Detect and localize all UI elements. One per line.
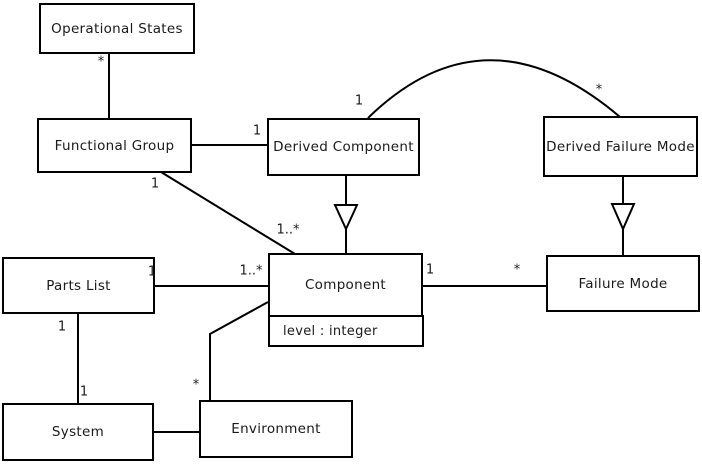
class-label: Environment <box>231 421 321 437</box>
multiplicity-label: 1..* <box>239 263 263 279</box>
class-derived-failure-mode: Derived Failure Mode <box>543 116 698 177</box>
edge-derived-component-derived-failure-mode-arc <box>367 59 621 119</box>
multiplicity-label: 1 <box>252 123 262 139</box>
multiplicity-label: 1 <box>150 176 160 192</box>
generalization-triangle-icon <box>610 203 636 232</box>
class-failure-mode: Failure Mode <box>546 255 700 312</box>
class-operational-states: Operational States <box>39 3 195 54</box>
multiplicity-label: 1 <box>425 262 435 278</box>
multiplicity-label: 1..* <box>276 222 300 238</box>
multiplicity-label: 1 <box>57 319 67 335</box>
class-label: Parts List <box>46 277 111 294</box>
class-parts-list: Parts List <box>2 257 155 314</box>
class-component: Component <box>268 253 423 317</box>
multiplicity-label: * <box>192 377 200 393</box>
class-label: System <box>51 424 105 440</box>
generalization-derived-component-component <box>333 176 359 253</box>
multiplicity-label: * <box>97 54 105 70</box>
multiplicity-label: 1 <box>79 384 89 400</box>
multiplicity-label: * <box>595 82 603 98</box>
multiplicity-label: 1 <box>147 264 157 280</box>
class-label: Derived Failure Mode <box>546 138 695 155</box>
class-label: Operational States <box>51 20 183 37</box>
class-label: Failure Mode <box>578 275 668 292</box>
generalization-triangle-icon <box>333 204 359 232</box>
edge-functional-group-component <box>160 171 296 255</box>
multiplicity-label: * <box>513 262 521 278</box>
generalization-derived-failure-mode-failure-mode <box>610 177 636 255</box>
class-derived-component: Derived Component <box>267 118 420 176</box>
class-component-attribute-compartment: level : integer <box>268 315 424 347</box>
class-label: Component <box>304 277 387 293</box>
class-functional-group: Functional Group <box>37 118 192 173</box>
multiplicity-label: 1 <box>354 93 364 109</box>
class-label: Functional Group <box>54 137 175 154</box>
class-label: Derived Component <box>273 139 414 155</box>
class-environment: Environment <box>199 400 353 458</box>
class-system: System <box>2 403 154 461</box>
edge-environment-component <box>209 301 269 400</box>
class-attribute: level : integer <box>283 323 378 339</box>
